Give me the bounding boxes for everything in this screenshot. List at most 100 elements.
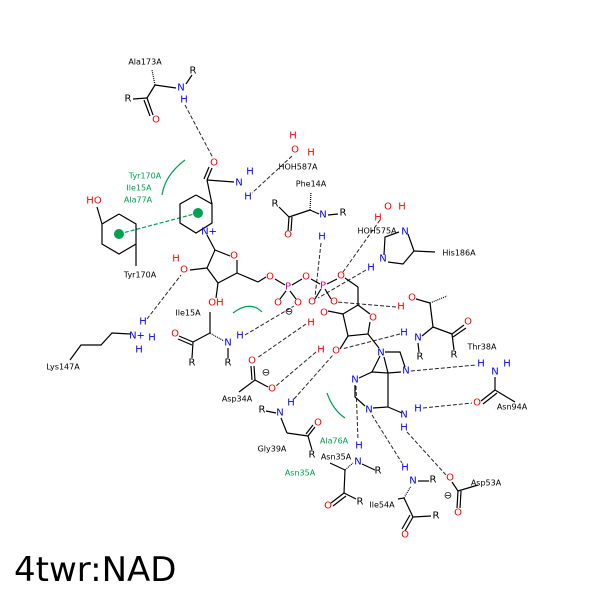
residue-label-asp53: Asp53A (471, 479, 502, 488)
atom-h: H (317, 345, 325, 356)
atom-o: O (324, 501, 332, 512)
hydrophobic-arc (232, 305, 263, 314)
atom-o: O (248, 356, 256, 367)
atom-h: H (307, 148, 315, 159)
atom-h: H (148, 333, 156, 344)
atom-n: N (319, 210, 326, 221)
atom-r: R (259, 405, 266, 416)
residue-label-hoh587: HOH587A (278, 163, 318, 172)
atom-o: O (446, 473, 454, 484)
atom-o: O (330, 297, 338, 308)
atom-o: O (266, 272, 274, 283)
atom-p: P (285, 282, 291, 293)
residue-label-asn35: Asn35A (321, 453, 352, 462)
residue-label-asp34: Asp34A (222, 395, 253, 404)
atom-labels: N H R R O O N H H N+ HO O O H OH O P O P… (86, 66, 510, 541)
atom-o: O (308, 297, 316, 308)
atom-n: N (402, 366, 409, 377)
atom-n: N (224, 338, 231, 349)
atom-h: H (307, 318, 315, 329)
atom-r: R (190, 66, 197, 77)
atom-r: R (225, 358, 232, 369)
atom-o: O (337, 271, 345, 282)
atom-h: H (289, 131, 297, 142)
residue-label-thr38: Thr38A (467, 343, 497, 352)
residue-label-tyr170: Tyr170A (123, 271, 157, 280)
atom-o: O (473, 398, 481, 409)
atom-r: R (451, 350, 458, 361)
atom-o: O (454, 508, 462, 519)
hydrophobic-label: Asn35A (285, 469, 316, 478)
atom-h: H (172, 254, 180, 265)
atom-h: H (287, 398, 295, 409)
atom-n: N (365, 405, 372, 416)
atom-o: O (274, 298, 282, 309)
atom-ho: HO (86, 196, 102, 207)
atom-charge-minus: ⊖ (262, 368, 270, 379)
bonds (69, 69, 516, 532)
atom-h: H (180, 95, 188, 106)
atom-r: R (357, 497, 364, 508)
residue-label-hoh575: HOH575A (357, 227, 397, 236)
atom-o: O (294, 298, 302, 309)
atom-o: O (408, 293, 416, 304)
residue-label-ile54: Ile54A (369, 501, 395, 510)
atom-charge-minus: ⊖ (444, 491, 452, 502)
atom-r: R (417, 352, 424, 363)
atom-n: N (354, 457, 361, 468)
atom-h: H (135, 345, 143, 356)
atom-n: N (401, 227, 408, 238)
atom-r: R (189, 358, 196, 369)
atom-n-plus: N+ (201, 227, 217, 238)
residue-label-ala173: Ala173A (128, 58, 162, 67)
atom-n: N (235, 178, 242, 189)
atom-o: O (332, 346, 340, 357)
atom-n: N (377, 348, 384, 359)
atom-o: O (180, 265, 188, 276)
hydrophobic-contacts (161, 159, 346, 419)
hydrophobic-label: Ala76A (320, 437, 349, 446)
atom-h: H (414, 404, 422, 415)
atom-r: R (272, 199, 279, 210)
atom-h: H (503, 359, 511, 370)
hydrogen-bonds (146, 104, 477, 476)
atom-n: N (491, 367, 498, 378)
atom-o: O (268, 384, 276, 395)
atom-n-plus: N+ (129, 331, 145, 342)
atom-h: H (374, 213, 382, 224)
atom-o: O (291, 145, 299, 156)
atom-o: O (284, 230, 292, 241)
hydrophobic-arc (161, 159, 186, 196)
atom-o: O (230, 251, 238, 262)
atom-h: H (244, 192, 252, 203)
diagram-title: 4twr:NAD (14, 550, 177, 590)
atom-r: R (125, 94, 132, 105)
atom-o: O (384, 202, 392, 213)
atom-h: H (236, 331, 244, 342)
atom-r: R (375, 466, 382, 477)
residue-label-lys147: Lys147A (46, 363, 80, 372)
atom-n: N (276, 408, 283, 419)
atom-o: O (171, 329, 179, 340)
atom-o: O (314, 418, 322, 429)
atom-o: O (369, 313, 377, 324)
ring-centroid (114, 229, 124, 239)
residue-label-asn94: Asn94A (497, 403, 528, 412)
atom-charge-minus: ⊖ (285, 307, 293, 318)
atom-o: O (320, 308, 328, 319)
atom-p: P (320, 281, 326, 292)
atom-h: H (477, 359, 485, 370)
atom-h: H (398, 202, 406, 213)
atom-o: O (210, 158, 218, 169)
atom-o: O (401, 530, 409, 541)
pi-stacking-line (118, 212, 199, 235)
atom-n: N (414, 333, 421, 344)
atom-h: H (139, 317, 147, 328)
atom-h: H (367, 263, 375, 274)
atom-n: N (177, 83, 184, 94)
atom-r: R (433, 511, 440, 522)
atom-r: R (340, 208, 347, 219)
atom-h: H (400, 423, 408, 434)
